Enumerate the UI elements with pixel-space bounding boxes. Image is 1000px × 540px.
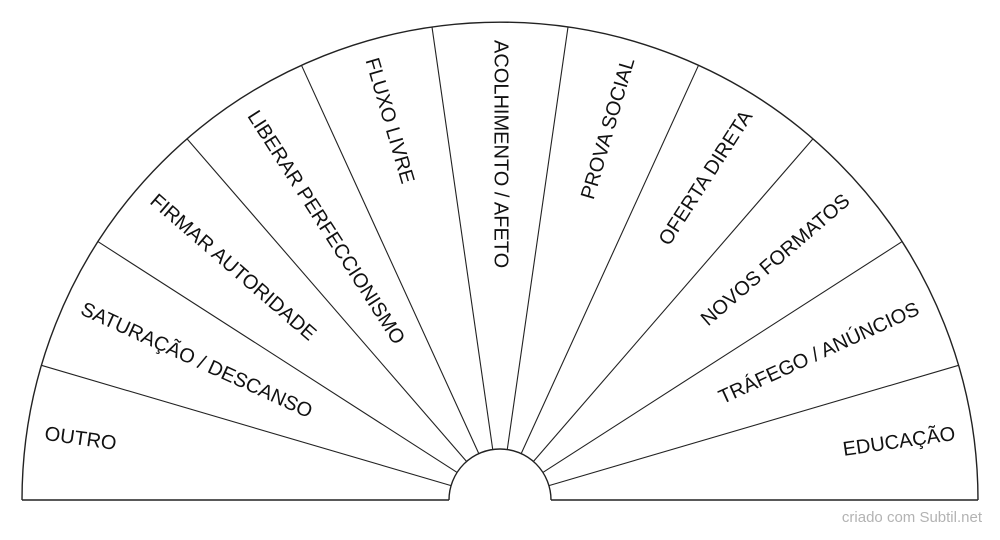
segment-label: EDUCAÇÃO xyxy=(841,421,957,461)
divider-line xyxy=(548,364,959,487)
center-hub-arc xyxy=(448,448,552,501)
divider-line xyxy=(41,364,452,487)
divider-line xyxy=(300,64,480,454)
divider-line xyxy=(532,138,814,462)
divider-line xyxy=(506,26,569,450)
segment-label: LIBERAR PERFECCIONISMO xyxy=(243,107,409,349)
outer-arc xyxy=(21,21,979,501)
segment-label: ACOLHIMENTO / AFETO xyxy=(490,40,512,268)
segment-label: FIRMAR AUTORIDADE xyxy=(146,190,321,345)
segment-label: TRÁFEGO / ANÚNCIOS xyxy=(715,297,923,408)
dial-outline xyxy=(21,21,979,501)
divider-line xyxy=(520,64,700,454)
divider-line xyxy=(97,241,458,473)
divider-line xyxy=(186,138,468,462)
segment-label: PROVA SOCIAL xyxy=(577,55,639,202)
segment-label: FLUXO LIVRE xyxy=(361,55,419,186)
credit-text: criado com Subtil.net xyxy=(841,509,982,526)
segment-label: NOVOS FORMATOS xyxy=(697,190,854,331)
divider-line xyxy=(431,26,494,450)
segment-label: OUTRO xyxy=(43,423,118,455)
divider-line xyxy=(542,241,903,473)
